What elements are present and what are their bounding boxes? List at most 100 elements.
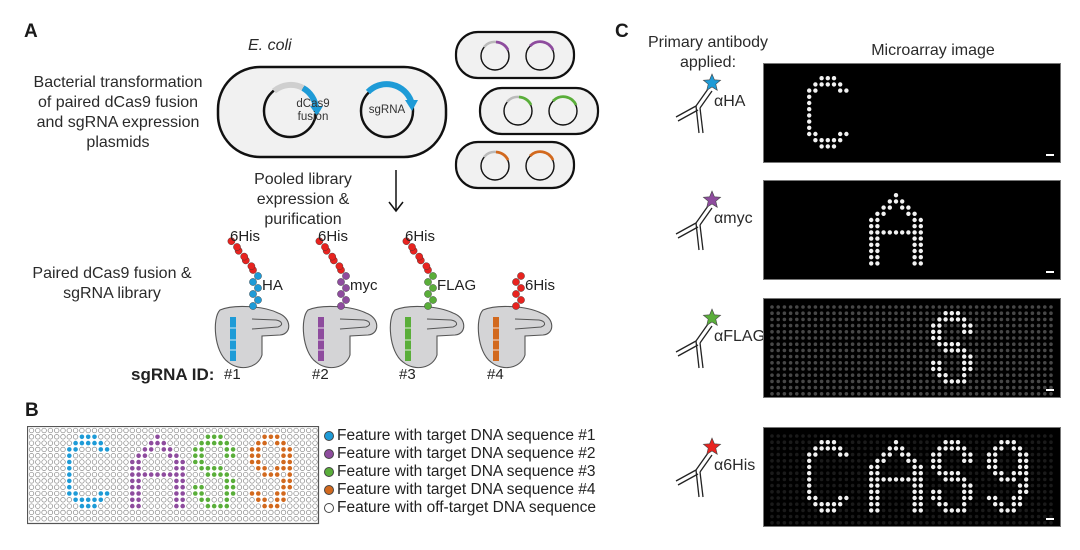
- dim-spot: [863, 373, 867, 377]
- dim-spot: [1049, 446, 1053, 451]
- off-target-feature-dot: [123, 453, 129, 459]
- dim-spot: [850, 342, 855, 346]
- off-target-feature-dot: [123, 446, 129, 453]
- target-feature-dot: [67, 447, 72, 452]
- bright-spot: [968, 323, 973, 328]
- dim-spot: [776, 440, 780, 444]
- dim-spot: [981, 514, 985, 519]
- dim-spot: [943, 354, 948, 359]
- dim-spot: [869, 373, 873, 377]
- dim-spot: [974, 440, 979, 444]
- off-target-feature-dot: [299, 497, 306, 503]
- off-target-feature-dot: [98, 459, 104, 465]
- bright-spot: [869, 242, 874, 247]
- off-target-feature-dot: [110, 503, 117, 509]
- bright-spot: [931, 464, 936, 470]
- bright-spot: [962, 348, 967, 353]
- off-target-feature-dot: [98, 478, 104, 484]
- bright-spot: [869, 255, 874, 260]
- off-target-feature-dot: [79, 516, 85, 522]
- dim-spot: [819, 392, 824, 396]
- dim-spot: [826, 373, 830, 377]
- off-target-feature-dot: [217, 490, 224, 497]
- dim-spot: [974, 373, 979, 377]
- dim-spot: [807, 385, 811, 390]
- target-feature-dot: [224, 447, 230, 452]
- dim-spot: [999, 483, 1004, 488]
- dim-spot: [869, 354, 873, 359]
- bright-spot: [881, 205, 886, 210]
- dim-spot: [919, 434, 923, 438]
- dim-spot: [770, 392, 774, 396]
- target-feature-dot: [205, 472, 211, 477]
- off-target-feature-dot: [161, 509, 167, 516]
- off-target-feature-dot: [173, 427, 180, 434]
- dim-spot: [987, 330, 991, 334]
- bright-spot: [962, 366, 967, 372]
- off-target-feature-dot: [167, 509, 173, 516]
- bright-spot: [986, 458, 992, 463]
- off-target-feature-dot: [35, 459, 41, 465]
- off-target-feature-dot: [41, 497, 47, 503]
- bright-spot: [999, 477, 1004, 482]
- dim-spot: [776, 311, 780, 315]
- dim-spot: [857, 367, 861, 371]
- dim-spot: [881, 305, 886, 309]
- dim-spot: [863, 465, 867, 469]
- dim-spot: [875, 434, 880, 438]
- target-feature-dot: [281, 440, 286, 446]
- dim-spot: [987, 502, 991, 506]
- dim-spot: [993, 508, 997, 513]
- dim-spot: [1005, 483, 1010, 488]
- off-target-feature-dot: [299, 478, 306, 484]
- off-target-feature-dot: [293, 440, 299, 446]
- off-target-feature-dot: [186, 427, 192, 434]
- dim-spot: [1030, 323, 1035, 328]
- dim-spot: [931, 502, 935, 506]
- off-target-feature-dot: [154, 465, 161, 471]
- off-target-feature-dot: [28, 434, 35, 440]
- off-target-feature-dot: [142, 459, 148, 465]
- off-target-feature-dot: [35, 427, 41, 434]
- off-target-feature-dot: [60, 471, 66, 478]
- off-target-feature-dot: [243, 516, 249, 522]
- dim-spot: [801, 465, 805, 469]
- target-feature-dot: [85, 497, 91, 503]
- bright-spot: [844, 131, 849, 137]
- target-feature-dot: [230, 478, 236, 484]
- bright-spot: [993, 458, 998, 463]
- off-target-feature-dot: [123, 459, 129, 465]
- off-target-feature-dot: [47, 509, 54, 516]
- target-feature-dot: [148, 472, 154, 477]
- off-target-feature-dot: [110, 453, 117, 459]
- off-target-feature-dot: [161, 478, 167, 484]
- dim-spot: [819, 521, 824, 525]
- dim-spot: [925, 342, 929, 346]
- off-target-feature-dot: [98, 427, 104, 434]
- off-target-feature-dot: [148, 484, 154, 490]
- off-target-feature-dot: [211, 509, 217, 516]
- off-target-feature-dot: [154, 459, 161, 465]
- dim-spot: [788, 373, 793, 377]
- dcas9-construct-4: [477, 272, 553, 369]
- off-target-feature-dot: [98, 516, 104, 522]
- dim-spot: [869, 521, 873, 525]
- dim-spot: [906, 446, 911, 451]
- dim-spot: [987, 305, 991, 309]
- bright-spot: [986, 464, 992, 470]
- dim-spot: [795, 348, 799, 353]
- dim-spot: [906, 342, 911, 346]
- dim-spot: [795, 446, 799, 451]
- dim-spot: [850, 367, 855, 371]
- dim-spot: [925, 361, 929, 365]
- dim-spot: [801, 440, 805, 444]
- dim-spot: [1030, 440, 1035, 444]
- dim-spot: [912, 354, 917, 359]
- dim-spot: [801, 367, 805, 371]
- dim-spot: [807, 361, 811, 365]
- dim-spot: [795, 514, 799, 519]
- off-target-feature-dot: [135, 516, 142, 522]
- dim-spot: [819, 459, 824, 463]
- dim-spot: [850, 317, 855, 322]
- bright-spot: [869, 217, 874, 223]
